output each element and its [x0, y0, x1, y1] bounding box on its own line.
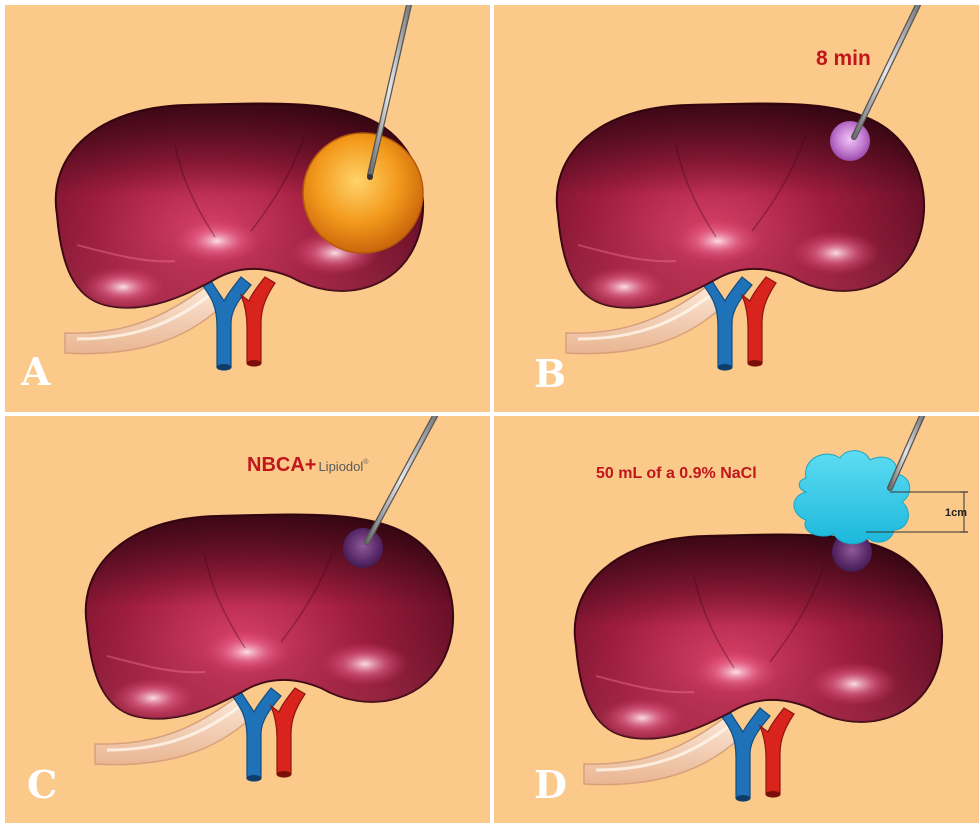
panel-letter-b: B	[534, 351, 566, 396]
panel-d: 1cm 50 mL of a 0.9% NaCl D	[494, 416, 979, 823]
saline-hydrodissection-cloud	[794, 451, 910, 544]
panel-a: A	[5, 5, 490, 412]
scale-label: 1cm	[945, 507, 967, 519]
time-annotation: 8 min	[816, 47, 871, 70]
panel-c: NBCA+Lipiodol® C	[5, 416, 490, 823]
tumor-sphere	[303, 133, 423, 253]
panel-letter-d: D	[534, 762, 567, 807]
kidney-illustration	[575, 534, 942, 801]
saline-annotation: 50 mL of a 0.9% NaCl	[596, 465, 757, 482]
embolic-agent-annotation: NBCA+Lipiodol®	[247, 454, 369, 476]
ablation-zone	[830, 121, 870, 161]
panel-letter-a: A	[20, 349, 51, 394]
kidney-illustration	[86, 514, 453, 781]
panel-b: 8 min B	[494, 5, 979, 412]
glue-embolization-zone	[343, 528, 383, 568]
panel-letter-c: C	[27, 762, 57, 807]
